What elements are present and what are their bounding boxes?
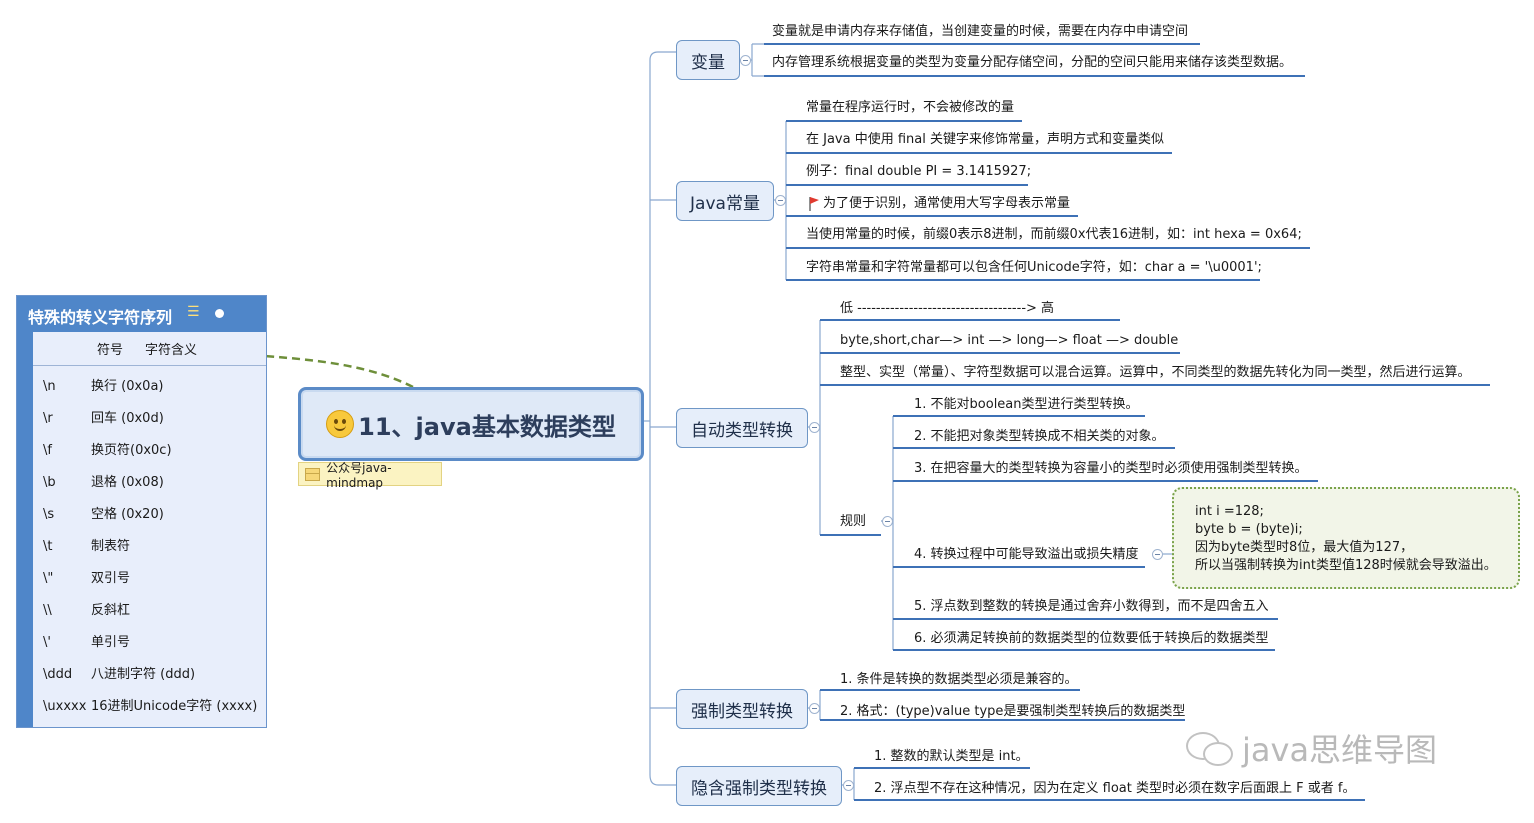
row-desc: 退格 (0x08) [91,475,164,490]
row-sym: \ddd [43,667,73,682]
constant-item[interactable]: 字符串常量和字符常量都可以包含任何Unicode字符，如：char a = '\… [806,260,1262,275]
constant-item[interactable]: 常量在程序运行时，不会被修改的量 [806,100,1015,115]
root-note[interactable]: 公众号java-mindmap [298,461,442,490]
branch-auto-conversion[interactable]: 自动类型转换 [676,408,808,448]
collapse-toggle-variable[interactable] [740,55,751,66]
auto-item[interactable]: byte,short,char—> int —> long—> float —>… [840,333,1179,348]
row-sym: \s [43,507,55,522]
row-sym: \r [43,411,53,426]
row-desc: 单引号 [91,635,131,650]
rule-item[interactable]: 1. 不能对boolean类型进行类型转换。 [914,397,1139,412]
root-topic[interactable]: 11、java基本数据类型 [298,387,644,461]
row-sym: \t [43,539,53,554]
rule-item[interactable]: 4. 转换过程中可能导致溢出或损失精度 [914,547,1139,562]
variable-item[interactable]: 变量就是申请内存来存储值，当创建变量的时候，需要在内存中申请空间 [772,24,1189,39]
row-sym: \uxxxx [43,699,87,714]
row-desc: 换页符(0x0c) [91,443,172,458]
callout-line: 因为byte类型时8位，最大值为127， [1195,540,1414,555]
overflow-example-callout[interactable]: int i =128; byte b = (byte)i; 因为byte类型时8… [1172,487,1520,589]
row-desc: 反斜杠 [91,603,131,618]
branch-implicit-conversion[interactable]: 隐含强制类型转换 [676,766,842,806]
collapse-icon[interactable] [215,309,224,318]
collapse-toggle-rule4[interactable] [1152,549,1163,560]
root-title: 11、java基本数据类型 [358,412,616,441]
escape-table-title: 特殊的转义字符序列 [28,308,173,327]
row-desc: 16进制Unicode字符 (xxxx) [91,699,258,714]
row-sym: \n [43,379,56,394]
variable-item[interactable]: 内存管理系统根据变量的类型为变量分配存储空间，分配的空间只能用来储存该类型数据。 [772,55,1293,70]
constant-item[interactable]: 例子：final double PI = 3.1415927; [806,164,1032,179]
collapse-toggle-constant[interactable] [775,195,786,206]
implicit-item[interactable]: 2. 浮点型不存在这种情况，因为在定义 float 类型时必须在数字后面跟上 F… [874,781,1356,796]
constant-item[interactable]: 当使用常量的时候，前缀0表示8进制，而前缀0x代表16进制，如：int hexa… [806,227,1302,242]
rule-item[interactable]: 3. 在把容量大的类型转换为容量小的类型时必须使用强制类型转换。 [914,461,1308,476]
auto-item[interactable]: 整型、实型（常量）、字符型数据可以混合运算。运算中，不同类型的数据先转化为同一类… [840,365,1471,380]
edit-note-icon[interactable]: ☰ [187,304,200,320]
row-sym: \" [43,571,54,586]
row-sym: \b [43,475,56,490]
watermark-text: java思维导图 [1242,731,1438,769]
col-meaning-header: 字符含义 [145,343,198,358]
collapse-toggle-implicit[interactable] [843,780,854,791]
callout-line: byte b = (byte)i; [1195,522,1303,537]
row-sym: \\ [43,603,52,618]
escape-table[interactable]: 特殊的转义字符序列 ☰ 符号 字符含义 \n 换行 (0x0a) \r 回车 (… [16,295,267,728]
note-icon [305,467,321,481]
rule-item[interactable]: 6. 必须满足转换前的数据类型的位数要低于转换后的数据类型 [914,631,1269,646]
constant-item[interactable]: 在 Java 中使用 final 关键字来修饰常量，声明方式和变量类似 [806,132,1164,147]
flag-icon [808,196,820,216]
row-desc: 空格 (0x20) [91,507,164,522]
row-desc: 回车 (0x0d) [91,411,164,426]
row-desc: 八进制字符 (ddd) [91,667,196,682]
rules-label[interactable]: 规则 [840,514,867,529]
wechat-icon [1186,730,1233,766]
callout-line: int i =128; [1195,504,1264,519]
header-divider [33,365,266,366]
row-desc: 换行 (0x0a) [91,379,164,394]
collapse-toggle-auto[interactable] [809,422,820,433]
escape-table-header: 特殊的转义字符序列 ☰ [17,296,266,332]
row-sym: \f [43,443,52,458]
branch-forced-conversion[interactable]: 强制类型转换 [676,689,808,729]
collapse-toggle-forced[interactable] [809,703,820,714]
constant-item[interactable]: 为了便于识别，通常使用大写字母表示常量 [823,196,1071,211]
watermark: java思维导图 [1186,725,1437,771]
forced-item[interactable]: 1. 条件是转换的数据类型必须是兼容的。 [840,672,1078,687]
collapse-toggle-rules[interactable] [882,516,893,527]
col-symbol-header: 符号 [97,343,124,358]
row-desc: 制表符 [91,539,131,554]
implicit-item[interactable]: 1. 整数的默认类型是 int。 [874,749,1029,764]
callout-line: 所以当强制转换为int类型值128时候就会导致溢出。 [1195,558,1497,573]
row-sym: \' [43,635,51,650]
rule-item[interactable]: 2. 不能把对象类型转换成不相关类的对象。 [914,429,1165,444]
root-note-text: 公众号java-mindmap [326,460,392,490]
rule-item[interactable]: 5. 浮点数到整数的转换是通过舍弃小数得到，而不是四舍五入 [914,599,1269,614]
forced-item[interactable]: 2. 格式：(type)value type是要强制类型转换后的数据类型 [840,704,1186,719]
row-desc: 双引号 [91,571,131,586]
auto-item[interactable]: 低 ------------------------------------> … [840,301,1055,316]
smiley-icon [326,410,355,438]
branch-constant[interactable]: Java常量 [676,181,774,221]
branch-variable[interactable]: 变量 [676,40,740,80]
table-left-strip [17,332,33,727]
